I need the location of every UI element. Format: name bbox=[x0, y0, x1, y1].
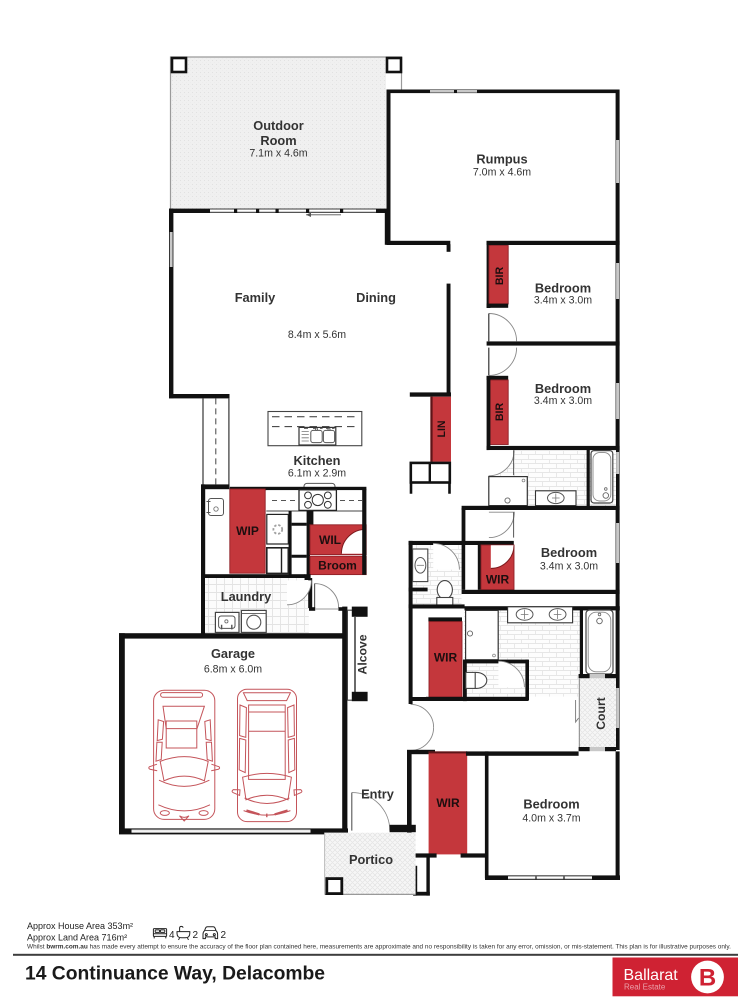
svg-text:Bedroom: Bedroom bbox=[535, 381, 591, 396]
svg-text:Room: Room bbox=[260, 133, 296, 148]
svg-text:2: 2 bbox=[193, 930, 199, 941]
svg-text:6.1m x 2.9m: 6.1m x 2.9m bbox=[288, 468, 346, 480]
svg-text:B: B bbox=[699, 965, 716, 992]
svg-text:WIR: WIR bbox=[486, 573, 510, 587]
svg-text:WIR: WIR bbox=[434, 651, 458, 665]
svg-text:3.4m x 3.0m: 3.4m x 3.0m bbox=[534, 395, 592, 407]
svg-text:Dining: Dining bbox=[356, 290, 396, 305]
svg-text:4: 4 bbox=[169, 930, 175, 941]
svg-text:WIL: WIL bbox=[319, 533, 341, 547]
svg-text:3.4m x 3.0m: 3.4m x 3.0m bbox=[534, 295, 592, 307]
svg-text:Broom: Broom bbox=[318, 559, 357, 573]
svg-text:Outdoor: Outdoor bbox=[253, 118, 303, 133]
svg-text:7.0m x 4.6m: 7.0m x 4.6m bbox=[473, 167, 531, 179]
svg-text:Entry: Entry bbox=[361, 787, 395, 802]
svg-text:WIP: WIP bbox=[236, 524, 259, 538]
svg-text:6.8m x 6.0m: 6.8m x 6.0m bbox=[204, 664, 262, 676]
svg-text:Bedroom: Bedroom bbox=[523, 797, 579, 812]
svg-text:4.0m x 3.7m: 4.0m x 3.7m bbox=[522, 813, 580, 825]
svg-text:BIR: BIR bbox=[494, 403, 506, 422]
svg-text:WIR: WIR bbox=[436, 796, 460, 810]
svg-text:Kitchen: Kitchen bbox=[294, 453, 341, 468]
svg-text:Family: Family bbox=[235, 290, 276, 305]
svg-text:BIR: BIR bbox=[494, 267, 506, 286]
svg-text:8.4m x 5.6m: 8.4m x 5.6m bbox=[288, 329, 346, 341]
svg-text:3.4m x 3.0m: 3.4m x 3.0m bbox=[540, 561, 598, 573]
svg-text:Approx House Area 353m²: Approx House Area 353m² bbox=[27, 921, 133, 931]
svg-text:2: 2 bbox=[221, 930, 227, 941]
svg-text:Alcove: Alcove bbox=[356, 634, 370, 674]
svg-text:Real Estate: Real Estate bbox=[624, 983, 666, 992]
svg-text:Bedroom: Bedroom bbox=[535, 281, 591, 296]
svg-text:Court: Court bbox=[594, 697, 608, 730]
svg-text:Bedroom: Bedroom bbox=[541, 545, 597, 560]
svg-text:7.1m x 4.6m: 7.1m x 4.6m bbox=[249, 148, 307, 160]
svg-text:Whilst bwrm.com.au has made ev: Whilst bwrm.com.au has made every attemp… bbox=[27, 943, 731, 950]
svg-text:LIN: LIN bbox=[436, 420, 448, 437]
svg-text:Portico: Portico bbox=[349, 852, 393, 867]
svg-text:Laundry: Laundry bbox=[221, 589, 272, 604]
svg-text:Garage: Garage bbox=[211, 646, 255, 661]
svg-text:Ballarat: Ballarat bbox=[624, 967, 679, 984]
svg-text:Approx Land Area 716m²: Approx Land Area 716m² bbox=[27, 933, 127, 943]
svg-text:Rumpus: Rumpus bbox=[476, 152, 527, 167]
svg-text:14 Continuance Way, Delacombe: 14 Continuance Way, Delacombe bbox=[25, 964, 325, 985]
